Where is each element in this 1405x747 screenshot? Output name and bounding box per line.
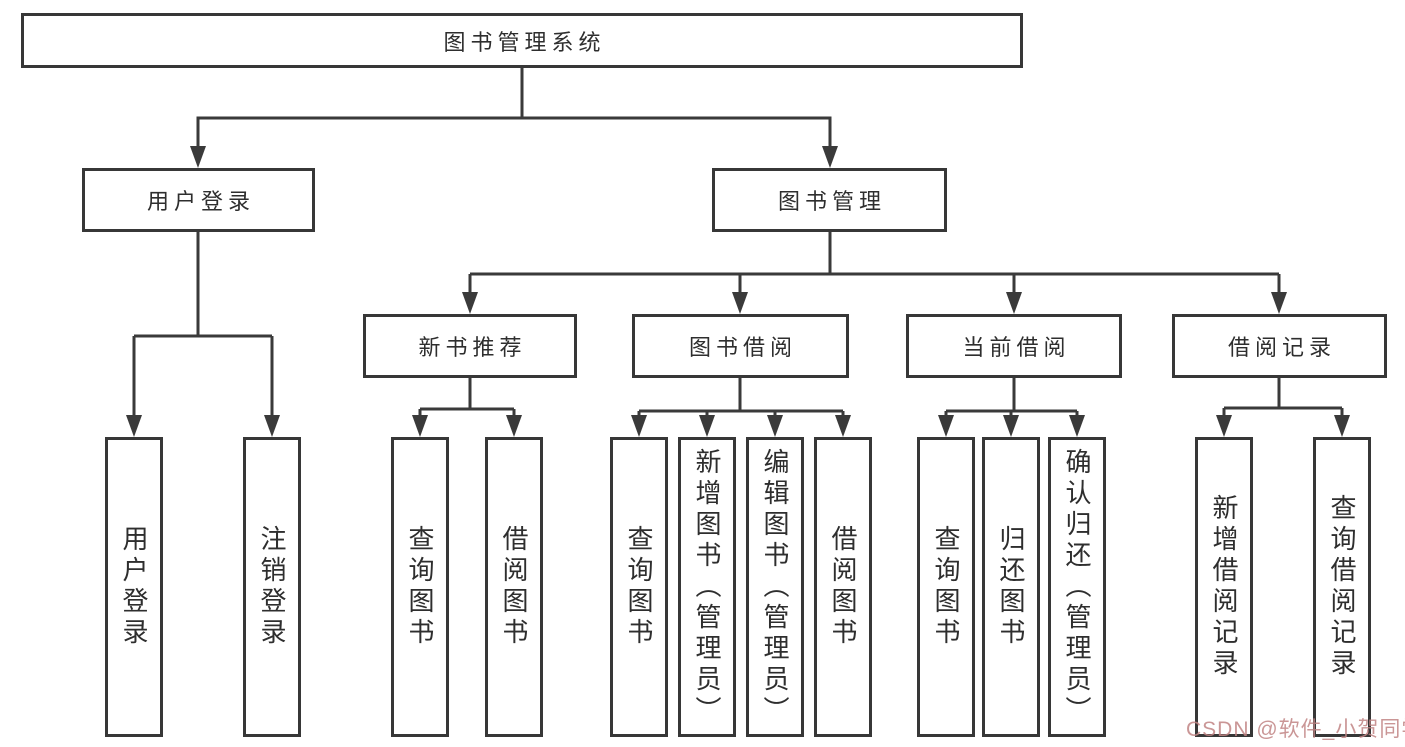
leaf-query-books-current: 查询图书 [917,437,975,737]
node-user-login: 用户登录 [82,168,315,232]
node-current-borrow: 当前借阅 [906,314,1122,378]
arrowhead-icon [1003,415,1019,437]
node-book-borrow: 图书借阅 [632,314,849,378]
arrowhead-icon [732,292,748,314]
leaf-return-books: 归还图书 [982,437,1040,737]
arrowhead-icon [822,146,838,168]
leaf-edit-books-admin: 编辑图书（管理员） [746,437,804,737]
arrowhead-icon [699,415,715,437]
node-new-book-recommend: 新书推荐 [363,314,577,378]
connector-drops [132,118,1344,417]
leaf-logout: 注销登录 [243,437,301,737]
node-book-management: 图书管理 [712,168,947,232]
arrowhead-icon [631,415,647,437]
csdn-watermark: CSDN @软件_小贺同学 [1186,718,1405,741]
leaf-add-books-admin: 新增图书（管理员） [678,437,736,737]
leaf-query-books-recommend: 查询图书 [391,437,449,737]
arrowhead-icon [1069,415,1085,437]
leaf-query-books-borrow: 查询图书 [610,437,668,737]
arrowheads [126,146,1350,437]
arrowhead-icon [1216,415,1232,437]
arrowhead-icon [412,415,428,437]
leaf-add-borrow-record: 新增借阅记录 [1195,437,1253,737]
arrowhead-icon [506,415,522,437]
arrowhead-icon [1006,292,1022,314]
arrowhead-icon [462,292,478,314]
arrowhead-icon [1334,415,1350,437]
node-borrow-records: 借阅记录 [1172,314,1387,378]
node-root-library-system: 图书管理系统 [21,13,1023,68]
arrowhead-icon [938,415,954,437]
leaf-query-borrow-record: 查询借阅记录 [1313,437,1371,737]
leaf-user-login: 用户登录 [105,437,163,737]
arrowhead-icon [1271,292,1287,314]
arrowhead-icon [264,415,280,437]
arrowhead-icon [126,415,142,437]
leaf-borrow-books-recommend: 借阅图书 [485,437,543,737]
leaf-borrow-books: 借阅图书 [814,437,872,737]
arrowhead-icon [835,415,851,437]
arrowhead-icon [190,146,206,168]
arrowhead-icon [767,415,783,437]
leaf-confirm-return-admin: 确认归还（管理员） [1048,437,1106,737]
